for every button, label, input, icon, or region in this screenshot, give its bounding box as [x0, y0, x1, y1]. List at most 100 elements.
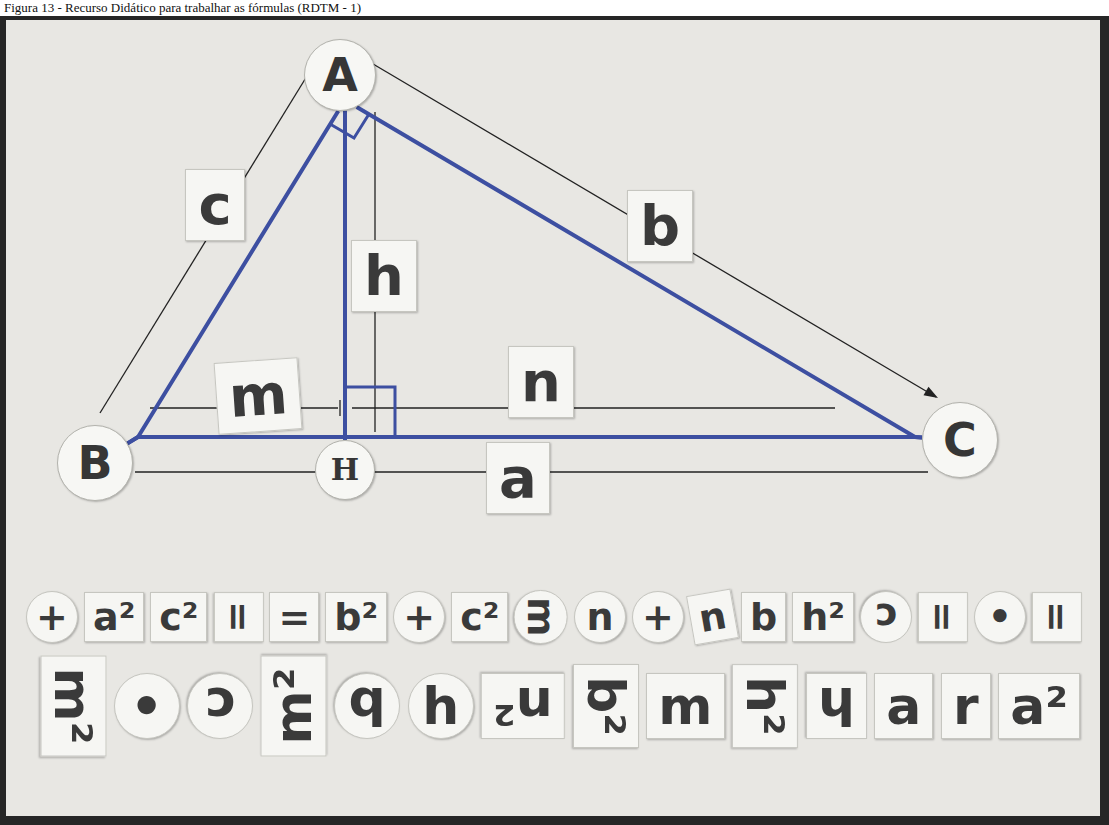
piece-text: h [818, 680, 855, 732]
formula-piece: c [187, 673, 253, 739]
formula-piece: m [646, 673, 724, 739]
piece-text: • [130, 680, 163, 732]
formula-piece: c² [451, 592, 508, 642]
formula-piece: c² [150, 592, 207, 642]
formula-piece: b [741, 592, 786, 642]
piece-text: + [36, 598, 68, 636]
formula-piece: m [514, 590, 568, 644]
formula-piece: a [874, 673, 933, 739]
dimension-arrowhead [924, 387, 939, 398]
formula-piece: m² [261, 656, 327, 757]
triangle-side [128, 111, 339, 443]
formula-piece: r [941, 673, 991, 739]
vertex-letter: A [322, 52, 358, 98]
side-label-card: m [213, 357, 302, 435]
piece-text: h² [739, 676, 791, 736]
piece-text: = [219, 601, 257, 633]
piece-text: c² [159, 598, 198, 636]
formula-piece: h [806, 673, 867, 739]
piece-text: • [988, 598, 1012, 636]
formula-piece: • [114, 673, 180, 739]
formula-piece: h² [732, 664, 798, 748]
side-label-card: a [486, 442, 550, 514]
piece-text: c [205, 680, 236, 732]
formula-piece: = [269, 592, 319, 642]
dimension-lines [100, 61, 936, 472]
formula-piece: n² [481, 673, 565, 739]
formula-piece: + [632, 591, 684, 643]
side-label-card: b [627, 190, 693, 262]
formula-piece: = [213, 592, 263, 642]
piece-text: b [349, 680, 386, 732]
paper-board [6, 20, 1100, 816]
piece-text: h [364, 248, 404, 304]
piece-text: c² [460, 598, 499, 636]
formula-piece: a² [84, 592, 144, 642]
formula-piece: n [574, 591, 626, 643]
vertex-circle: B [57, 425, 133, 501]
formula-piece: b² [325, 592, 387, 642]
piece-text: m² [268, 668, 320, 745]
piece-text: a² [93, 598, 135, 636]
vertex-circle: C [922, 402, 998, 478]
piece-text: a [886, 680, 921, 732]
triangle-side [345, 437, 922, 440]
piece-text: b [640, 198, 680, 254]
formula-piece: h [408, 673, 474, 739]
piece-text: a² [1010, 680, 1068, 732]
triangle-side [357, 107, 922, 438]
piece-text: m [227, 366, 289, 426]
dimension-tick [339, 400, 340, 416]
figure-title: Figura 13 - Recurso Didático para trabal… [4, 0, 361, 15]
vertex-letter: B [77, 440, 112, 486]
formula-piece: = [1032, 592, 1082, 642]
formula-piece: h² [792, 592, 854, 642]
piece-text: + [642, 598, 674, 636]
piece-text: m² [47, 668, 99, 745]
piece-text: = [1038, 601, 1076, 633]
formula-piece: + [393, 591, 445, 643]
piece-text: = [924, 601, 962, 633]
formula-piece: c [860, 591, 912, 643]
side-label-card: h [351, 240, 417, 312]
formula-piece: b [334, 673, 400, 739]
vertex-circle: H [315, 440, 375, 500]
dimension-line [368, 61, 936, 397]
piece-text: h [422, 680, 459, 732]
piece-text: n [521, 354, 561, 410]
vertex-letter: H [331, 455, 359, 485]
piece-text: c [198, 177, 231, 233]
piece-text: c [875, 598, 898, 636]
vertex-circle: A [304, 39, 376, 111]
formula-piece: = [918, 592, 968, 642]
formula-piece: m² [40, 656, 106, 757]
formula-piece: a² [998, 673, 1080, 739]
piece-text: h² [801, 598, 845, 636]
right-angle-mark [347, 387, 395, 437]
formula-piece: n [686, 588, 739, 645]
piece-text: = [278, 598, 310, 636]
formula-piece: + [26, 591, 78, 643]
piece-text: n [696, 596, 729, 638]
triangle-side [343, 111, 347, 440]
piece-text: + [403, 598, 435, 636]
side-label-card: c [185, 169, 244, 241]
piece-text: b² [334, 598, 378, 636]
piece-text: a [499, 450, 537, 506]
triangle-side [128, 437, 345, 443]
piece-text: b [750, 598, 777, 636]
piece-text: n² [493, 680, 553, 732]
vertex-letter: C [943, 417, 977, 463]
piece-text: m [522, 597, 560, 637]
formula-piece: • [974, 591, 1026, 643]
formula-piece: b² [573, 664, 639, 748]
board-frame [0, 16, 1109, 825]
piece-text: m [658, 680, 712, 732]
piece-text: n [586, 598, 613, 636]
piece-text: r [953, 680, 979, 732]
side-label-card: n [508, 346, 574, 418]
piece-text: b² [580, 676, 632, 736]
dimension-line [352, 407, 835, 408]
